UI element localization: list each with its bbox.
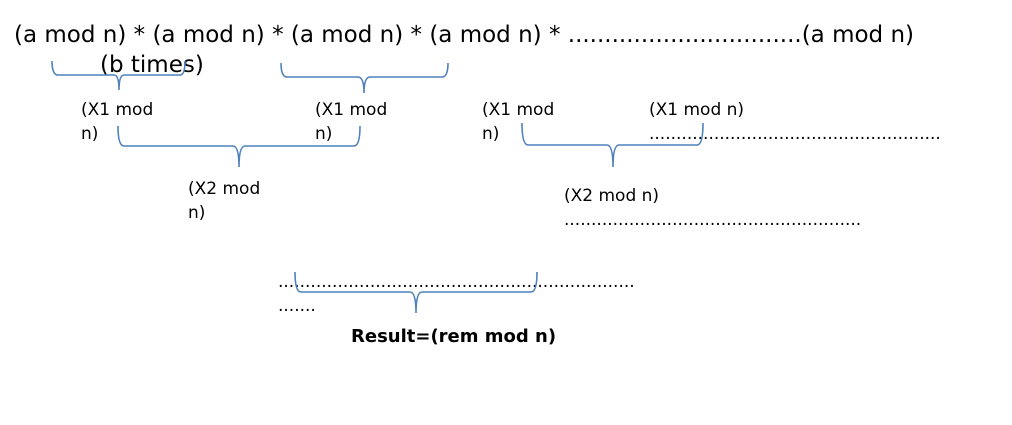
dots-line1: ........................................… <box>278 272 635 292</box>
brace-1 <box>51 60 186 91</box>
result-label: Result=(rem mod n) <box>351 326 557 347</box>
x2-dots: ........................................… <box>564 210 862 230</box>
brace-2 <box>280 62 449 94</box>
x1-node-2: (X1 mod n) <box>315 98 387 146</box>
brace-4 <box>521 122 704 168</box>
top-expression: (a mod n) * (a mod n) * (a mod n) * (a m… <box>14 22 915 48</box>
brace-5 <box>294 271 538 314</box>
brace-3 <box>117 125 361 168</box>
level3-dots: ........................................… <box>278 270 635 318</box>
x2-line1: (X2 mod <box>188 179 261 199</box>
x1-line1: (X1 mod <box>315 100 388 120</box>
x1-dots: ........................................… <box>649 124 941 144</box>
x1-line2: n) <box>315 124 333 144</box>
x2-node-1: (X2 mod n) <box>188 177 260 225</box>
x1-node-3: (X1 mod n) <box>482 98 554 146</box>
x2-node-2: (X2 mod n)..............................… <box>564 184 861 232</box>
x1-node-4: (X1 mod n)..............................… <box>649 98 941 146</box>
b-times-label: (b times) <box>100 52 204 78</box>
x1-line2: n) <box>482 124 500 144</box>
x1-line1: (X1 mod <box>81 100 154 120</box>
x1-line1: (X1 mod <box>482 100 555 120</box>
x2-line1: (X2 mod n) <box>564 186 660 206</box>
dots-line2: ....... <box>278 296 316 316</box>
x1-line1: (X1 mod n) <box>649 100 745 120</box>
x2-line2: n) <box>188 203 206 223</box>
x1-node-1: (X1 mod n) <box>81 98 153 146</box>
x1-line2: n) <box>81 124 99 144</box>
